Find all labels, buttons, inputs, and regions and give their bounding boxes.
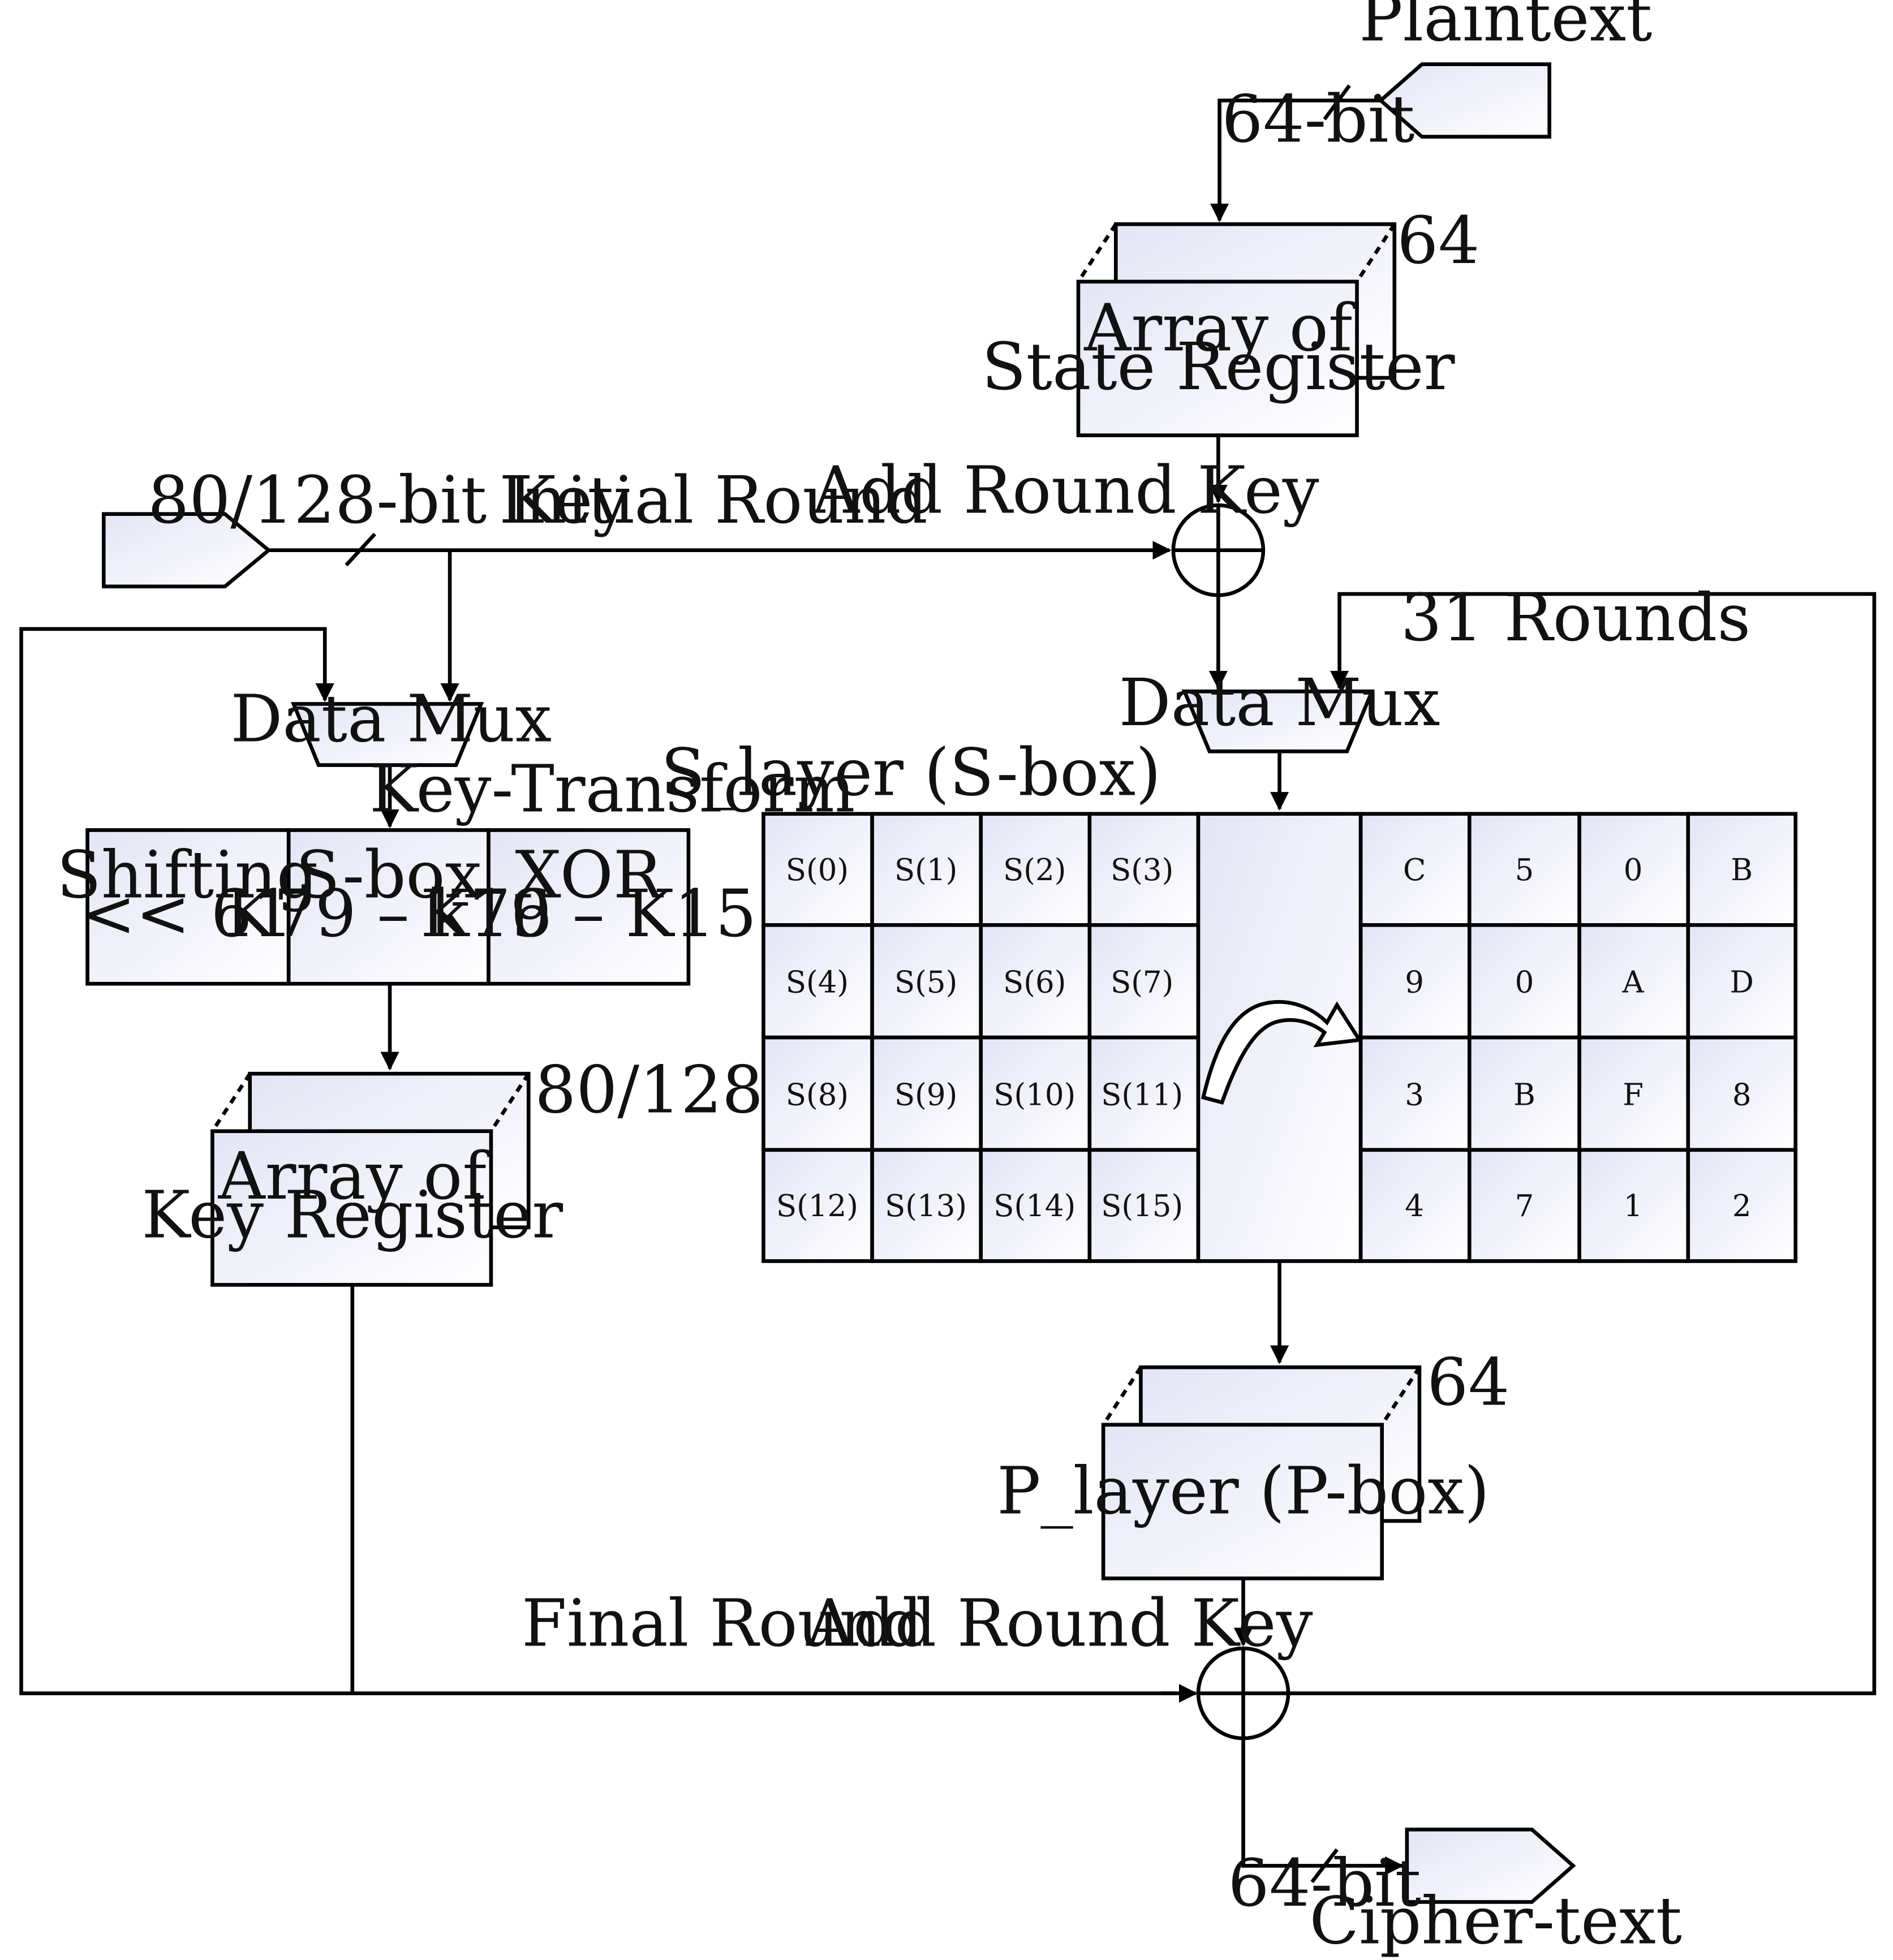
p-layer-label: P_layer (P-box) bbox=[997, 1454, 1490, 1530]
state-width-label: 64 bbox=[1397, 203, 1479, 279]
data-mux-right-shape bbox=[1181, 690, 1375, 753]
final-round-label: Final Round bbox=[522, 1586, 923, 1662]
key-in-label: 80/128-bit Key bbox=[148, 463, 629, 539]
shift-box bbox=[85, 828, 291, 986]
p-layer bbox=[1101, 1365, 1422, 1580]
ciphertext-port bbox=[1405, 1828, 1576, 1904]
s-cell-r3-c0: S(12) bbox=[776, 1189, 858, 1224]
s-cell-r0-c1: S(1) bbox=[894, 853, 957, 888]
ciphertext-label: Cipher-text bbox=[1309, 1883, 1682, 1959]
s-cell-r1-c2: S(6) bbox=[1003, 966, 1066, 1000]
key-register-line1: Array of bbox=[218, 1139, 491, 1214]
s-layer-label: S_layer (S-box) bbox=[661, 735, 1161, 811]
sbox-cell-r0-c2: 0 bbox=[1624, 853, 1643, 888]
bus-slash-key bbox=[345, 532, 377, 567]
sbox-cell-r2-c2: F bbox=[1623, 1078, 1644, 1112]
state-register-line1: Array of bbox=[1083, 290, 1357, 366]
s-cell-r2-c0: S(8) bbox=[786, 1078, 849, 1112]
s-cell-r3-c1: S(13) bbox=[885, 1189, 967, 1224]
s-cell-r0-c2: S(2) bbox=[1003, 853, 1066, 888]
sbox-cell-r3-c2: 1 bbox=[1624, 1189, 1643, 1224]
s-cell-r2-c3: S(11) bbox=[1101, 1078, 1183, 1112]
initial-round-label: Initial Round bbox=[499, 463, 928, 539]
xor-bottom-icon bbox=[1196, 1646, 1290, 1741]
state-register-line2: State Register bbox=[982, 329, 1455, 405]
p-width-label: 64 bbox=[1427, 1345, 1509, 1420]
bus-slash-in bbox=[1323, 84, 1351, 120]
sbox-cell-r0-c0: C bbox=[1403, 853, 1426, 888]
xor-line2: K19 – K15 bbox=[420, 876, 756, 952]
bus-slash-out bbox=[1310, 1848, 1339, 1884]
rounds-label: 31 Rounds bbox=[1401, 580, 1751, 656]
sbox-cell-r0-c1: 5 bbox=[1515, 853, 1534, 888]
data-mux-left-label: Data Mux bbox=[230, 682, 552, 757]
s-cell-r1-c0: S(4) bbox=[786, 966, 849, 1000]
s-cell-r0-c3: S(3) bbox=[1111, 853, 1173, 888]
key-register-line2: Key Register bbox=[142, 1177, 563, 1253]
s-cell-r2-c1: S(9) bbox=[894, 1078, 957, 1112]
s-layer-cells: S(0) S(1) S(2) S(3) S(4) S(5) S(6) S(7) S(8) S(9)… bbox=[776, 853, 1183, 1224]
s-cell-r3-c2: S(14) bbox=[993, 1189, 1075, 1224]
s-cell-r0-c0: S(0) bbox=[786, 853, 849, 888]
sbox-cell-r0-c3: B bbox=[1731, 853, 1753, 888]
sbox-table-grid bbox=[1358, 812, 1798, 1263]
sbox-cell-r1-c1: 0 bbox=[1515, 966, 1534, 1000]
key-transform-label: Key-Transform bbox=[369, 751, 855, 827]
s-cell-r1-c1: S(5) bbox=[894, 966, 957, 1000]
sbox-cell-r1-c2: A bbox=[1621, 966, 1644, 1000]
data-mux-right-label: Data Mux bbox=[1119, 665, 1440, 741]
bits-in-label: 64-bit bbox=[1221, 82, 1414, 158]
add-round-key-bottom-label: Add Round Key bbox=[806, 1586, 1313, 1662]
plaintext-label: Plaintext bbox=[1359, 0, 1652, 57]
s-cell-r1-c3: S(7) bbox=[1111, 966, 1173, 1000]
state-register bbox=[1076, 222, 1397, 437]
sbox-cell-r3-c3: 2 bbox=[1732, 1189, 1752, 1224]
xor-top-icon bbox=[1171, 503, 1266, 597]
s-cell-r2-c2: S(10) bbox=[993, 1078, 1075, 1112]
plaintext-wire bbox=[1210, 98, 1381, 222]
sbox-cell-r2-c0: 3 bbox=[1405, 1078, 1424, 1112]
xor-line1: XOR bbox=[515, 838, 664, 914]
sbox-cell-r2-c3: 8 bbox=[1732, 1078, 1752, 1112]
plaintext-port bbox=[1378, 62, 1551, 139]
sbox-line1: S-box bbox=[295, 838, 481, 914]
sbox-cell-r1-c3: D bbox=[1730, 966, 1754, 1000]
sbox-cell-r2-c1: B bbox=[1513, 1078, 1535, 1112]
mapping-arrow-icon bbox=[1201, 1000, 1363, 1105]
add-round-key-top-label: Add Round Key bbox=[812, 453, 1319, 528]
data-mux-left-shape bbox=[291, 702, 484, 767]
bits-out-label: 64-bit bbox=[1228, 1846, 1421, 1922]
shift-line1: Shifting bbox=[57, 838, 318, 914]
sbox-cell-r3-c1: 7 bbox=[1515, 1189, 1534, 1224]
ciphertext-wire bbox=[1241, 1738, 1404, 1875]
sbox-cell-r3-c0: 4 bbox=[1405, 1189, 1424, 1224]
key-port bbox=[101, 512, 272, 589]
s-cell-r3-c3: S(15) bbox=[1101, 1189, 1183, 1224]
xor-box bbox=[487, 828, 691, 986]
key-register bbox=[210, 1071, 531, 1287]
sbox-cell-r1-c0: 9 bbox=[1405, 966, 1424, 1000]
key-width-label: 80/128 bbox=[535, 1053, 763, 1128]
shift-line2: << 61 bbox=[81, 876, 294, 952]
key-feedback-loop bbox=[19, 627, 1175, 1695]
sbox-line2: K79 – k76 bbox=[225, 876, 552, 952]
round-feedback-loop bbox=[1288, 592, 1877, 1695]
s-layer-grid bbox=[761, 812, 1201, 1263]
